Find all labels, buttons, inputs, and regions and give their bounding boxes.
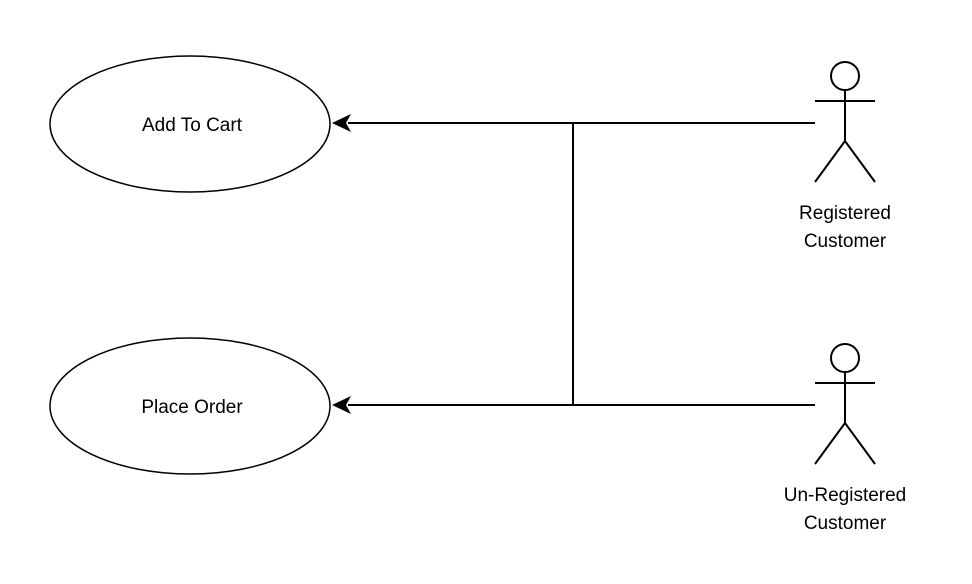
actor-unregistered-customer[interactable]: Un-Registered Customer xyxy=(784,343,907,534)
actor-label-line1: Registered xyxy=(799,203,891,224)
use-case-ellipse xyxy=(49,55,331,193)
use-case-ellipse xyxy=(49,337,331,475)
arrowhead-place-order xyxy=(332,396,351,414)
actor-label-line2: Customer xyxy=(804,513,887,534)
use-case-add-to-cart[interactable]: Add To Cart xyxy=(49,55,331,193)
use-case-label: Place Order xyxy=(141,397,243,418)
use-case-label: Add To Cart xyxy=(142,115,243,136)
actor-stick-figure-icon xyxy=(814,343,876,465)
actor-registered-customer[interactable]: Registered Customer xyxy=(799,61,891,252)
actor-stick-figure-icon xyxy=(814,61,876,183)
use-case-place-order[interactable]: Place Order xyxy=(49,337,331,475)
associations xyxy=(332,114,815,414)
actor-label-line1: Un-Registered xyxy=(784,485,907,506)
actor-label-line2: Customer xyxy=(804,231,887,252)
arrowhead-add-to-cart xyxy=(332,114,351,132)
